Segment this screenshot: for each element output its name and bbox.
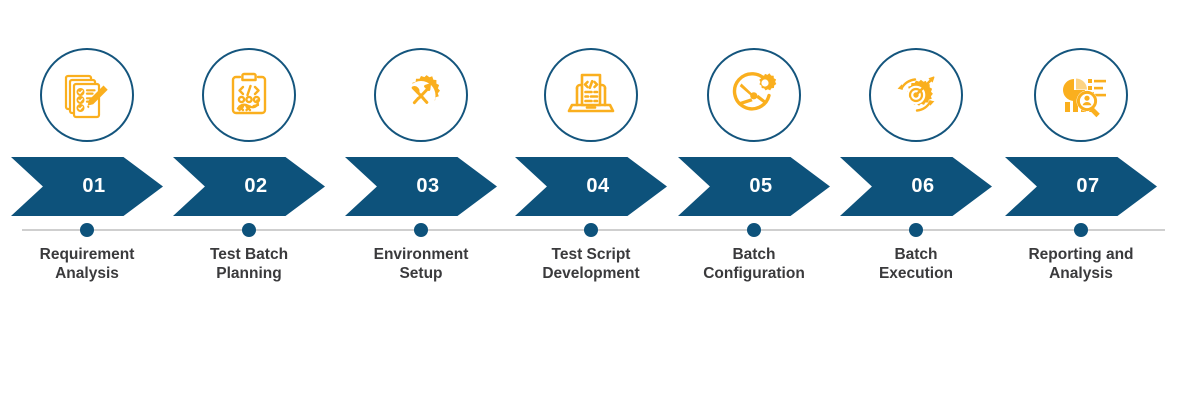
step-04-label: Test Script Development [542,246,640,283]
step-07-icon-medallion [1034,48,1128,142]
process-step-06[interactable]: 06 Batch Execution [816,0,1016,400]
step-04-number: 04 [586,175,610,197]
process-step-03[interactable]: 03 Environment Setup [321,0,521,400]
step-03-label: Environment Setup [373,246,469,283]
gear-wrench-screwdriver-icon [406,75,440,110]
step-06-label: Batch Execution [878,246,954,283]
step-04-chevron: 04 [515,157,667,216]
step-01-number: 01 [82,175,106,197]
laptop-code-document-icon [567,73,615,113]
process-step-04[interactable]: 04 Test Script Development [491,0,691,400]
step-01-icon-medallion [40,48,134,142]
step-04-dot [584,223,598,237]
step-07-chevron: 07 [1005,157,1157,216]
step-07-dot [1074,223,1088,237]
step-06-icon-medallion [869,48,963,142]
step-05-dot [747,223,761,237]
step-07-number: 07 [1076,175,1100,197]
step-01-chevron: 01 [11,157,163,216]
step-01-dot [80,223,94,237]
process-step-01[interactable]: 01 Requirement Analysis [0,0,187,400]
step-05-icon-medallion [707,48,801,142]
step-01-label: Requirement Analysis [39,246,135,283]
step-06-chevron: 06 [840,157,992,216]
step-06-number: 06 [911,175,935,197]
gear-target-arrow-icon [897,76,935,112]
process-step-07[interactable]: 07 Reporting and Analysis [981,0,1181,400]
analytics-magnifier-icon [1063,78,1106,118]
process-step-05[interactable]: 05 Batch Configuration [654,0,854,400]
clipboard-strategy-icon [231,72,267,115]
step-02-dot [242,223,256,237]
step-02-number: 02 [244,175,268,197]
step-03-dot [414,223,428,237]
step-07-label: Reporting and Analysis [1028,246,1134,283]
step-02-chevron: 02 [173,157,325,216]
step-05-label: Batch Configuration [703,246,805,283]
step-05-chevron: 05 [678,157,830,216]
process-step-02[interactable]: 02 Test Batch Planning [149,0,349,400]
step-06-dot [909,223,923,237]
step-02-icon-medallion [202,48,296,142]
clock-gear-icon [732,72,777,111]
step-04-icon-medallion [544,48,638,142]
document-checklist-pencil-icon [64,74,108,119]
step-02-label: Test Batch Planning [209,246,289,283]
step-03-chevron: 03 [345,157,497,216]
step-03-number: 03 [416,175,440,197]
step-05-number: 05 [749,175,773,197]
step-03-icon-medallion [374,48,468,142]
